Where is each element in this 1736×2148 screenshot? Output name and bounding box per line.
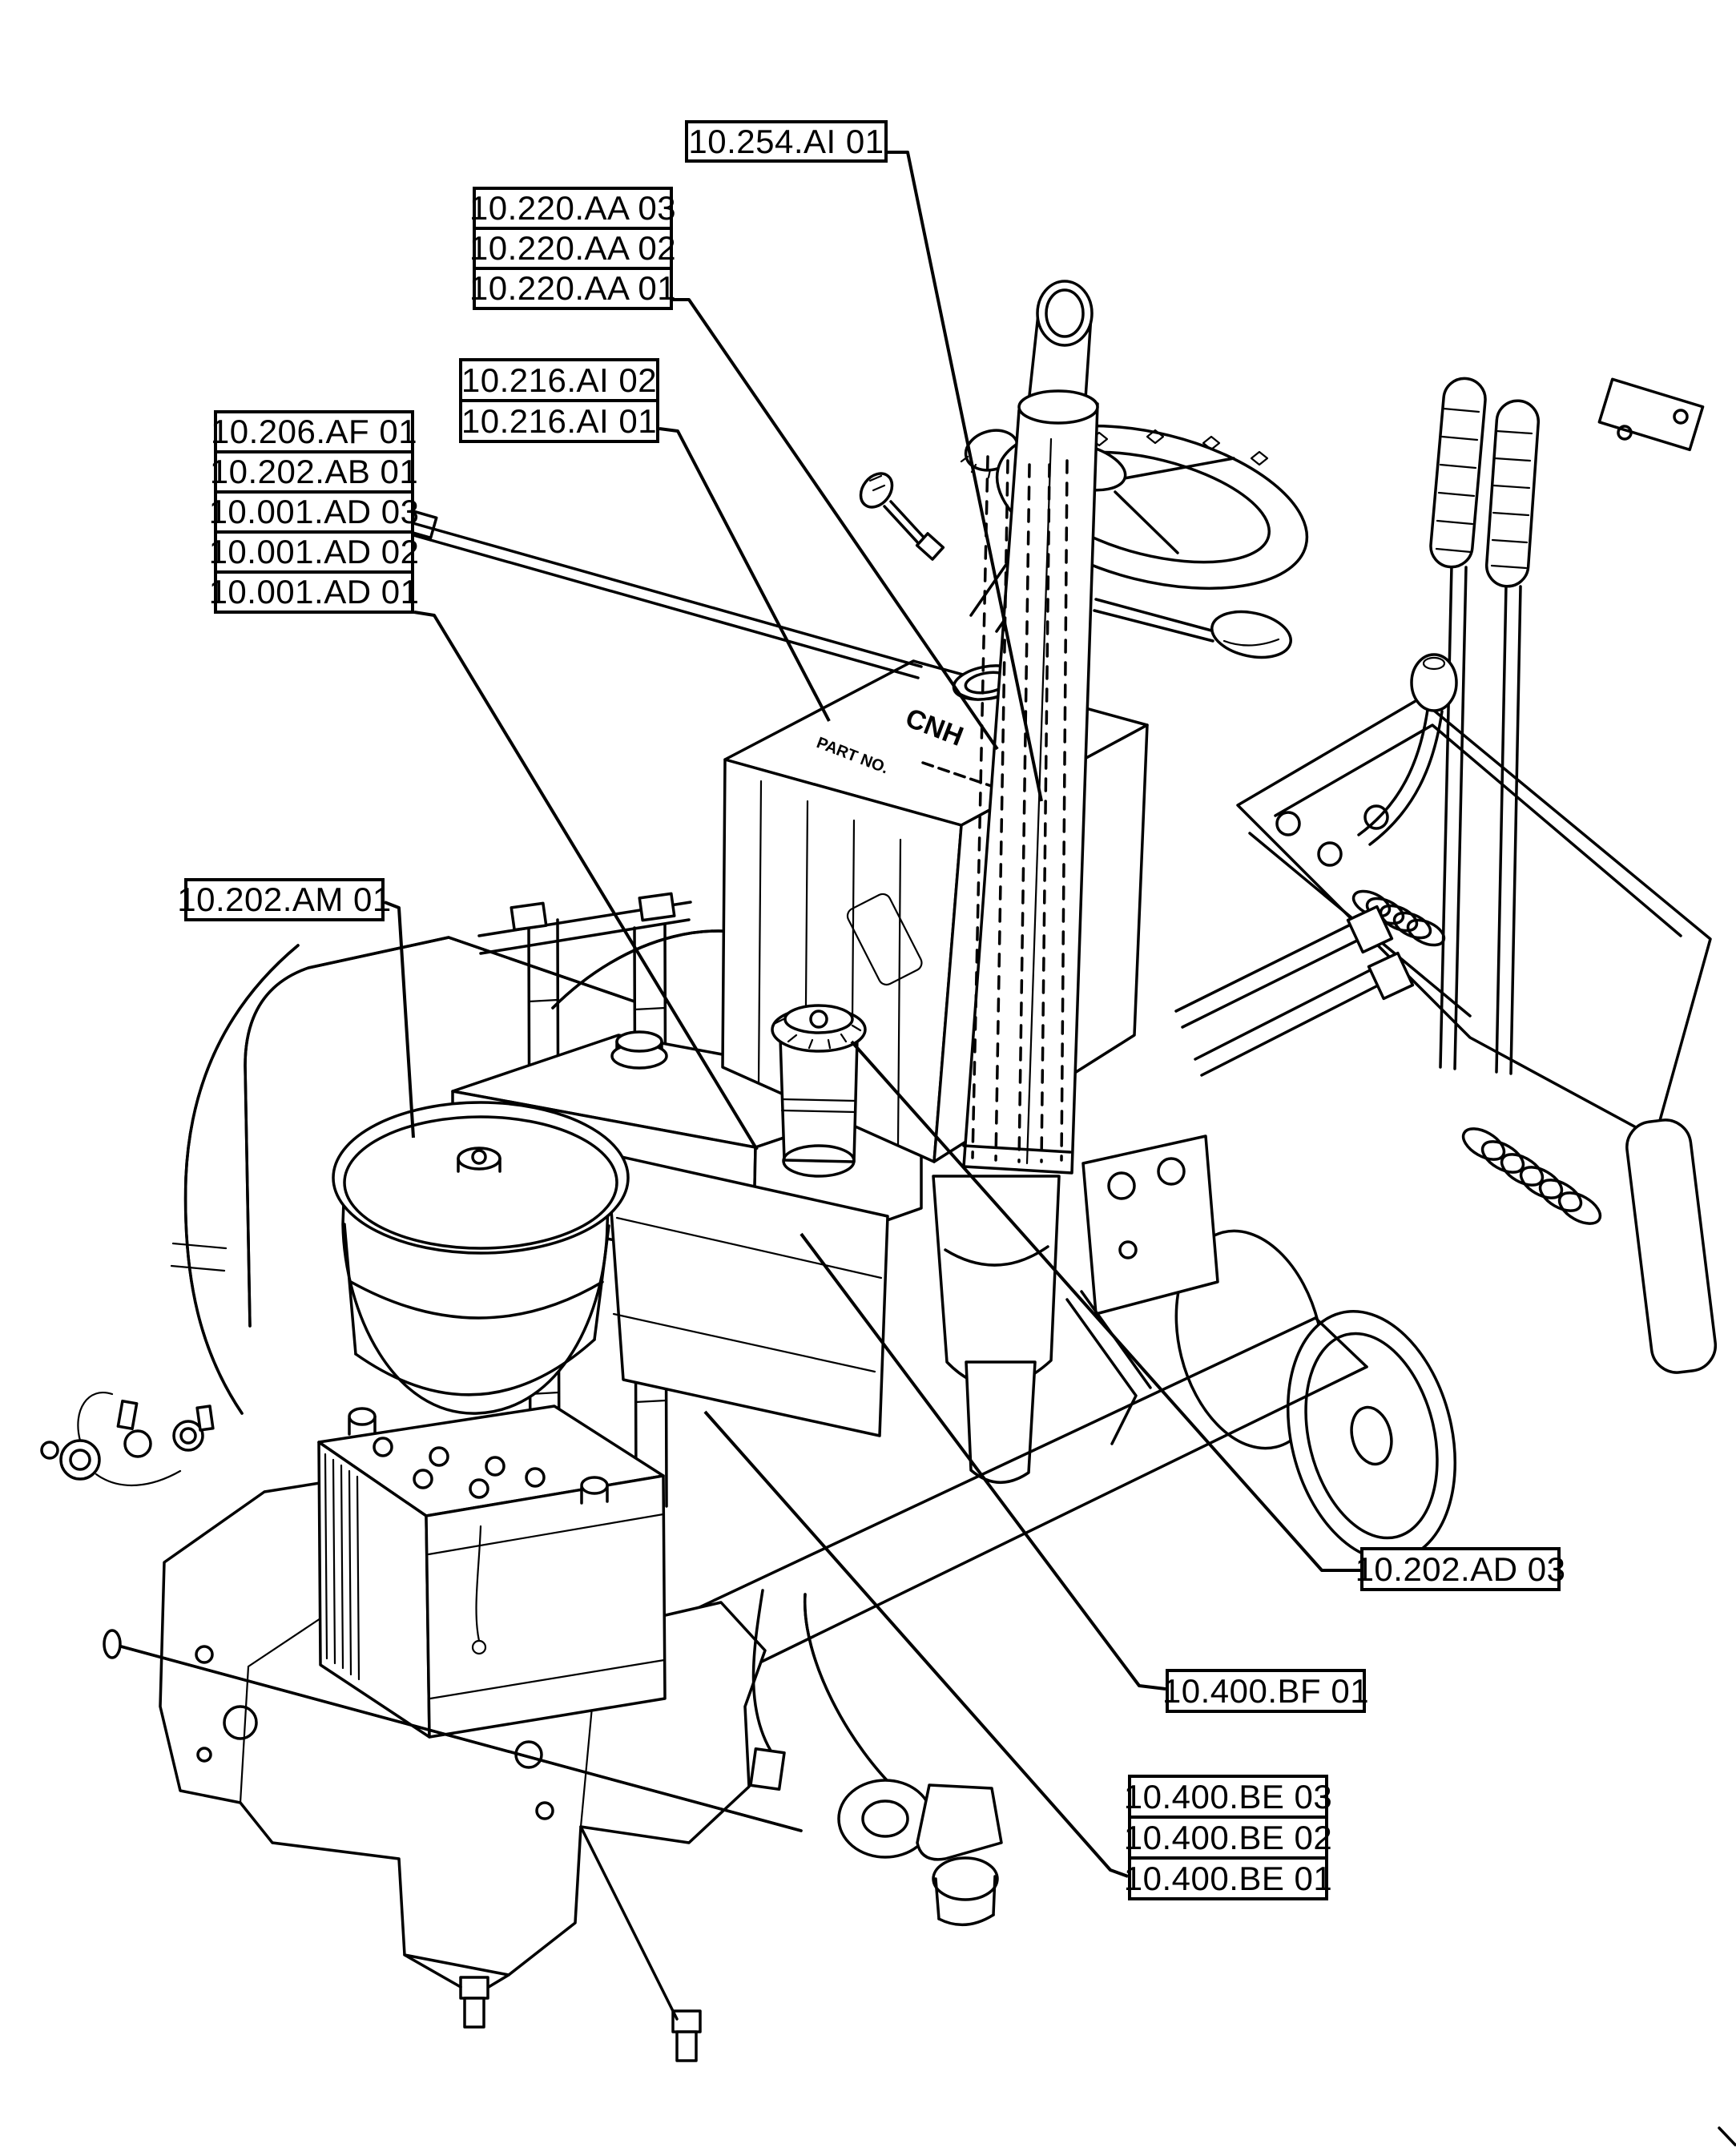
leader-fuel-lines	[673, 298, 999, 751]
callout-label: 10.220.AA 03	[469, 187, 676, 230]
leader-hydraulic-lift-pipes	[703, 1410, 1129, 1878]
callout-label: 10.400.BE 03	[1124, 1775, 1332, 1819]
callout-group-steering-column: 10.254.AI 01	[685, 120, 888, 163]
callout-label: 10.220.AA 01	[469, 267, 676, 310]
leader-lines	[384, 151, 1360, 1878]
tractor-art: HOT COLD	[40, 280, 1736, 2146]
steering-reservoir	[771, 1004, 867, 1178]
callout-group-air-intake: 10.202.AD 03	[1355, 1547, 1565, 1591]
air-cleaner	[332, 1101, 630, 1415]
callout-label: 10.400.BE 01	[1124, 1856, 1332, 1900]
callout-label: 10.001.AD 03	[209, 490, 419, 534]
callout-label: 10.001.AD 02	[209, 530, 419, 574]
gear-shift-knob	[1357, 653, 1458, 846]
callout-label: 10.216.AI 01	[459, 399, 659, 443]
steering-clamp	[837, 1779, 1003, 1927]
callout-group-air-cleaner: 10.202.AM 01	[177, 878, 391, 921]
callout-label: 10.202.AD 03	[1355, 1547, 1565, 1591]
corner-tick	[1718, 2126, 1736, 2146]
battery-cables	[40, 1392, 215, 1487]
throttle-lever	[1093, 598, 1292, 659]
control-levers	[1357, 377, 1541, 1075]
callout-label: 10.202.AB 01	[210, 450, 418, 494]
callout-label: 10.202.AM 01	[177, 878, 391, 921]
callout-label: 10.206.AF 01	[211, 410, 417, 453]
drag-link	[103, 1589, 1003, 1927]
battery	[317, 1404, 667, 1739]
leader-fuel-tank	[659, 427, 831, 722]
leader-hydraulic-pump	[800, 1232, 1166, 1691]
callout-label: 10.220.AA 02	[469, 227, 676, 270]
leader-steering-column	[888, 151, 1043, 802]
belt-pulley	[1174, 1229, 1457, 1562]
callout-label: 10.254.AI 01	[685, 120, 888, 163]
hydraulic-pipes	[1174, 905, 1415, 1077]
radiator-hose-lower	[170, 944, 300, 1415]
rear-fender-bracket	[1236, 377, 1718, 1374]
frame-hoop	[244, 936, 636, 1328]
ignition-key	[859, 472, 945, 561]
callout-label: 10.216.AI 02	[459, 358, 659, 402]
callout-label: 10.400.BE 02	[1124, 1816, 1332, 1860]
callout-label: 10.400.BF 01	[1162, 1669, 1369, 1713]
leader-air-intake	[850, 1040, 1360, 1572]
leader-engine	[413, 611, 759, 1151]
muffler	[962, 280, 1099, 1175]
callout-group-hydraulic-pump: 10.400.BF 01	[1162, 1669, 1369, 1713]
transmission	[932, 1134, 1219, 1484]
callout-label: 10.001.AD 01	[209, 570, 419, 614]
leader-air-cleaner	[384, 901, 415, 1138]
